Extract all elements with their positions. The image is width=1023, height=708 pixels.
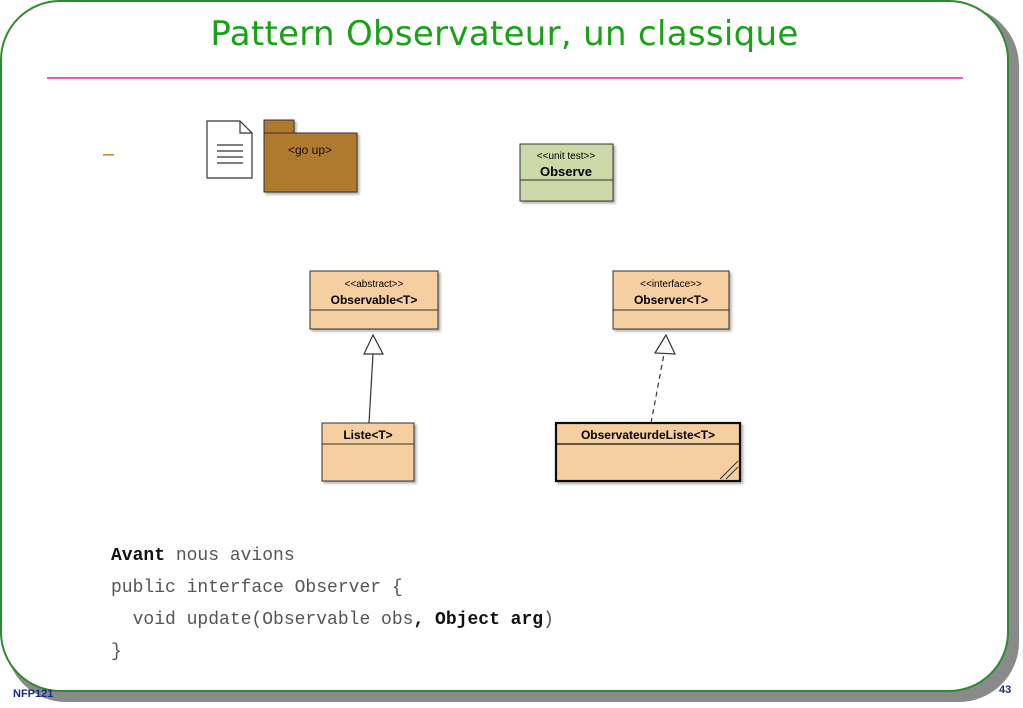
observateur-name: ObservateurdeListe<T>: [581, 428, 715, 442]
observe-name: Observe: [540, 164, 592, 179]
observer-name: Observer<T>: [634, 293, 708, 307]
liste-class[interactable]: [321, 422, 415, 482]
observe-class[interactable]: [519, 143, 614, 202]
observer-stereotype: <<interface>>: [640, 279, 702, 290]
observable-stereotype: <<abstract>>: [345, 279, 404, 290]
observable-name: Observable<T>: [331, 293, 418, 307]
observateur-class[interactable]: [554, 421, 742, 483]
note-icon[interactable]: [206, 120, 253, 179]
bullet-dash: –: [103, 143, 115, 165]
go-up-package[interactable]: [263, 119, 358, 193]
slide-title: Pattern Observateur, un classique: [210, 14, 799, 54]
course-code: NFP121: [13, 688, 54, 700]
generalization-arrow: [363, 333, 384, 424]
code-line-3: void update(Observable obs, Object arg): [111, 610, 554, 630]
observer-interface[interactable]: [612, 270, 730, 330]
slide-frame: [0, 0, 1009, 692]
code-line-2: public interface Observer {: [111, 578, 403, 598]
observe-stereotype: <<unit test>>: [537, 151, 596, 162]
go-up-label: <go up>: [288, 143, 332, 157]
code-line-1: Avant nous avions: [111, 546, 295, 566]
observable-class[interactable]: [309, 270, 439, 330]
code-block: Avant nous avions public interface Obser…: [111, 545, 554, 673]
title-underline: [47, 77, 963, 79]
realization-arrow: [650, 333, 676, 424]
page-number: 43: [999, 684, 1012, 696]
liste-name: Liste<T>: [343, 428, 392, 442]
code-line-4: }: [111, 642, 122, 662]
